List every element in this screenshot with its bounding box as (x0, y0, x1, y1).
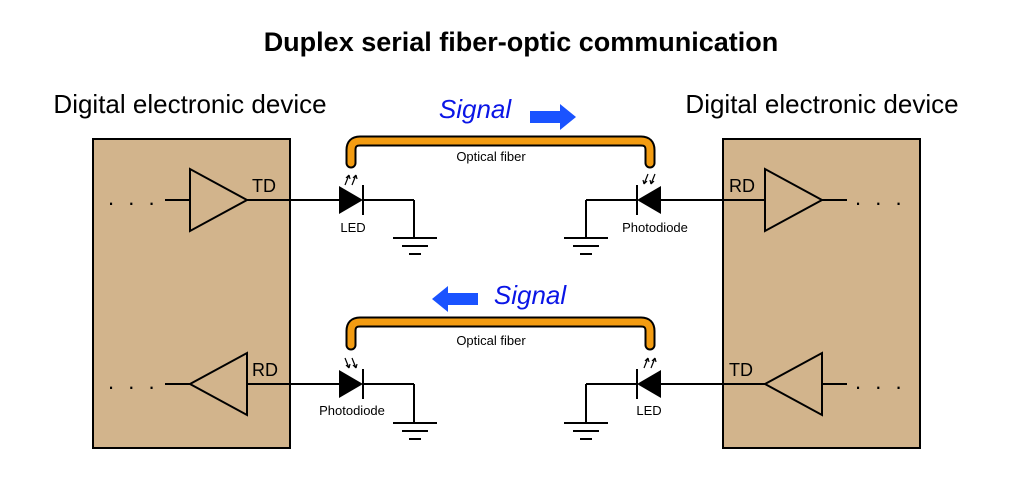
bottom-left-component-label: Photodiode (319, 403, 385, 418)
left-device-label: Digital electronic device (53, 89, 326, 119)
bottom-left-photodiode-icon (339, 357, 364, 399)
top-right-buffer-amp (764, 167, 825, 233)
top-left-ground-icon (393, 237, 437, 255)
top-right-photodiode-icon (636, 173, 661, 215)
bottom-left-ground-icon (393, 422, 437, 440)
top-signal-arrow-icon (530, 104, 576, 130)
top-right-ground-icon (564, 237, 608, 255)
top-signal-label: Signal (439, 94, 512, 124)
diagram-title: Duplex serial fiber-optic communication (264, 27, 779, 57)
top-right-pin-label: RD (729, 176, 755, 196)
bottom-signal-label: Signal (494, 280, 567, 310)
bottom-right-led-icon (636, 357, 661, 399)
bottom-left-ellipsis: . . . (108, 369, 159, 394)
top-left-component-label: LED (340, 220, 365, 235)
top-left-led-icon (339, 174, 364, 215)
top-left-ellipsis: . . . (108, 185, 159, 210)
bottom-left-pin-label: RD (252, 360, 278, 380)
bottom-fiber-label: Optical fiber (456, 333, 526, 348)
right-device-label: Digital electronic device (685, 89, 958, 119)
top-right-component-label: Photodiode (622, 220, 688, 235)
bottom-right-pin-label: TD (729, 360, 753, 380)
top-left-buffer-amp (189, 167, 250, 233)
top-left-pin-label: TD (252, 176, 276, 196)
top-fiber-label: Optical fiber (456, 149, 526, 164)
bottom-signal-arrow-icon (432, 286, 478, 312)
top-right-ellipsis: . . . (855, 185, 906, 210)
bottom-right-ellipsis: . . . (855, 369, 906, 394)
bottom-right-component-label: LED (636, 403, 661, 418)
bottom-right-ground-icon (564, 422, 608, 440)
